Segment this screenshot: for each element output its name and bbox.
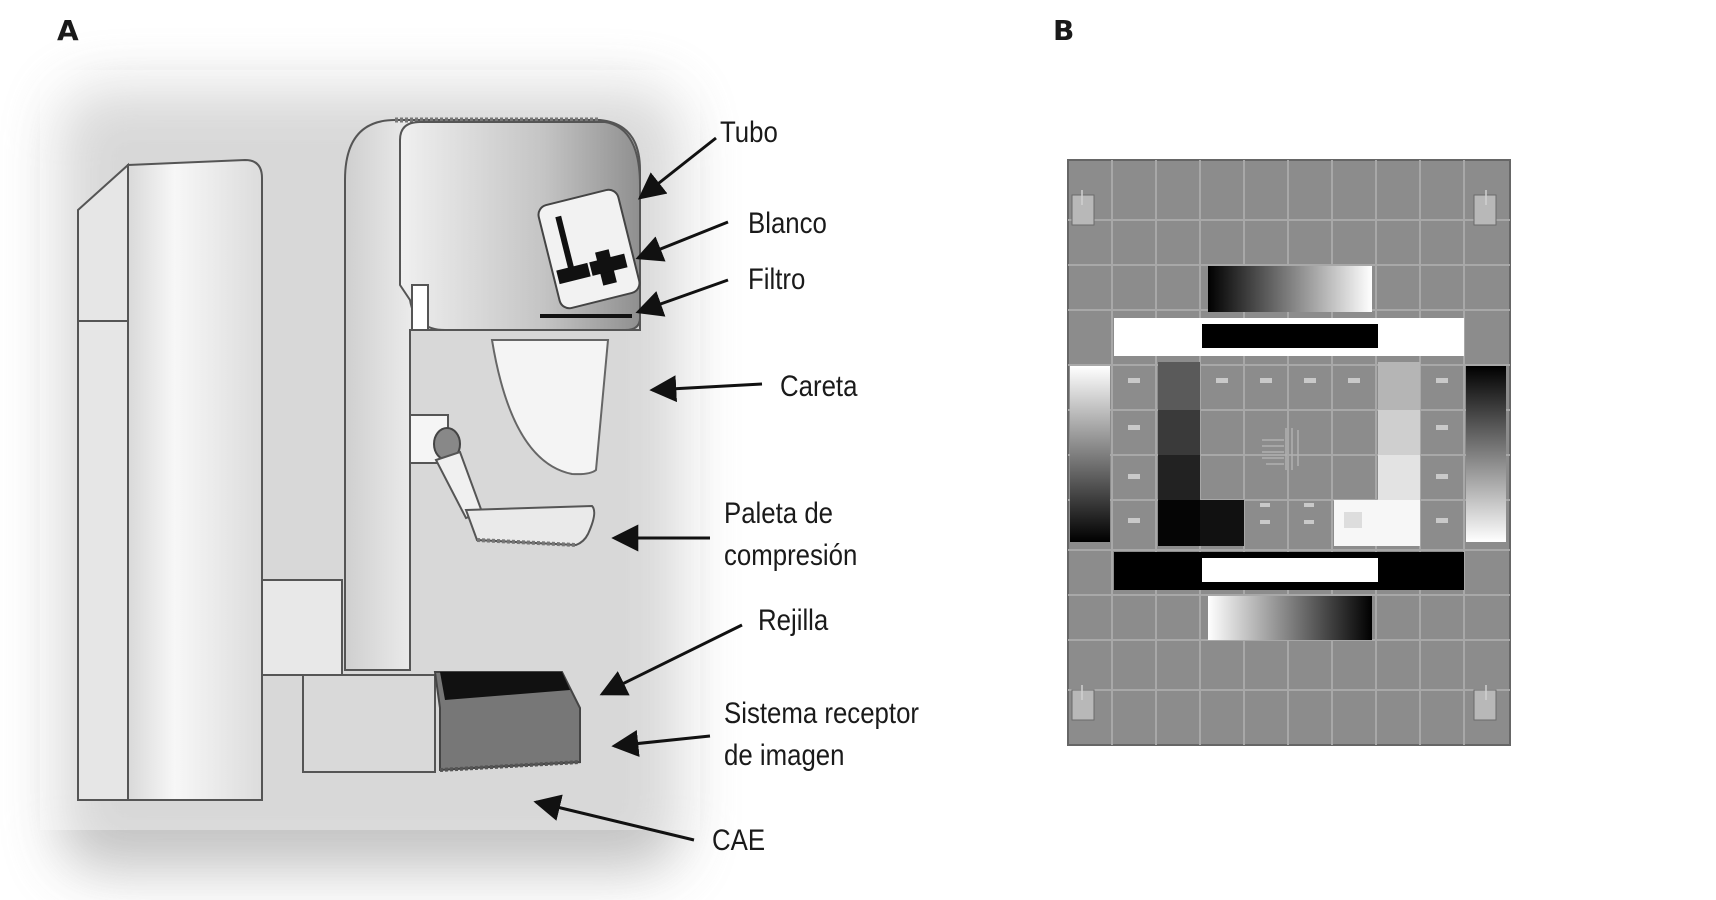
label-paleta-line1: Paleta de <box>724 497 834 530</box>
bottom-gradient <box>1208 596 1372 640</box>
label-sistema-line1: Sistema receptor <box>724 697 920 730</box>
label-filtro: Filtro <box>748 263 806 296</box>
compression-paddle <box>464 504 596 547</box>
label-tubo: Tubo <box>720 116 778 149</box>
image-receptor <box>302 671 581 773</box>
xray-head <box>399 121 641 331</box>
face-shield <box>490 339 610 476</box>
panel-letter-a: A <box>57 14 79 47</box>
label-sistema-line2: de imagen <box>724 739 845 772</box>
label-blanco: Blanco <box>748 207 827 240</box>
label-paleta-line2: compresión <box>724 539 858 572</box>
label-rejilla: Rejilla <box>758 604 829 637</box>
resolution-pattern <box>1262 428 1299 470</box>
arrow-tubo <box>637 136 717 200</box>
arm-connector <box>261 579 343 676</box>
left-vertical-gradient <box>1070 366 1110 542</box>
test-phantom <box>1067 159 1511 746</box>
stand-column <box>77 158 263 801</box>
callout-arrows <box>533 136 763 842</box>
arrow-blanco <box>635 220 729 262</box>
arrow-sistema <box>611 730 711 757</box>
panel-letter-b: B <box>1053 14 1075 47</box>
mammography-unit-illustration <box>40 70 700 870</box>
compression-holder <box>409 414 484 520</box>
arrow-careta <box>649 375 763 403</box>
label-careta: Careta <box>780 370 858 403</box>
arrow-rejilla <box>599 623 743 696</box>
filter-line <box>540 314 632 318</box>
top-gradient <box>1208 266 1372 312</box>
arrow-cae <box>533 794 695 842</box>
label-cae: CAE <box>712 824 766 857</box>
right-vertical-gradient <box>1466 366 1506 542</box>
arrow-filtro <box>635 278 729 317</box>
